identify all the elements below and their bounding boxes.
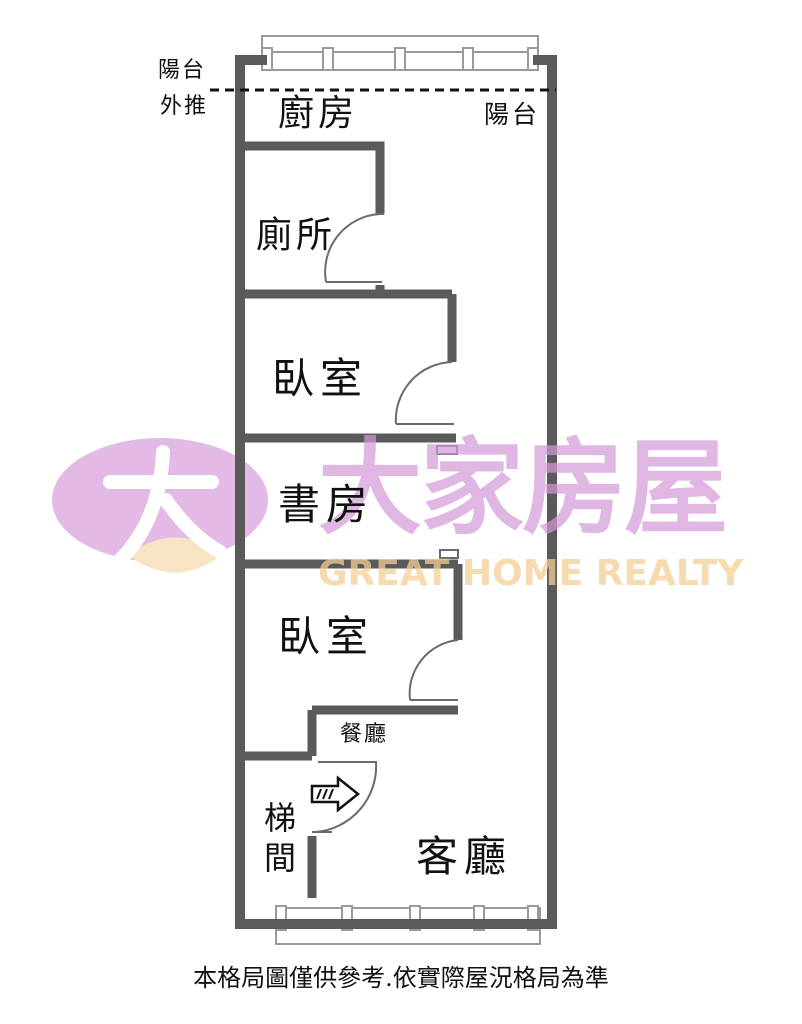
entrance-arrow-icon	[310, 775, 361, 813]
door-swings	[312, 213, 459, 833]
label-kitchen: 廚房	[278, 93, 359, 134]
label-bedroom-1: 臥室	[272, 354, 369, 403]
watermark-logo-icon	[52, 438, 268, 573]
watermark-brand-en: GREAT HOME REALTY	[318, 553, 744, 594]
label-balcony-top-left: 陽台	[158, 58, 207, 83]
label-bedroom-2: 臥室	[278, 612, 375, 661]
label-stairs: 梯間	[263, 799, 296, 877]
interior-walls	[240, 141, 463, 898]
label-balcony-right: 陽台	[484, 100, 541, 129]
label-study: 書房	[278, 480, 375, 529]
outer-walls	[235, 55, 557, 929]
disclaimer-text: 本格局圖僅供參考.依實際屋況格局為準	[193, 964, 609, 992]
label-extended: 外推	[160, 94, 209, 119]
label-dining: 餐廳	[340, 722, 389, 747]
top-window	[261, 35, 539, 71]
label-toilet: 廁所	[256, 215, 337, 256]
label-living: 客廳	[416, 832, 513, 881]
watermark-brand-cn: 大家房屋	[318, 427, 728, 549]
